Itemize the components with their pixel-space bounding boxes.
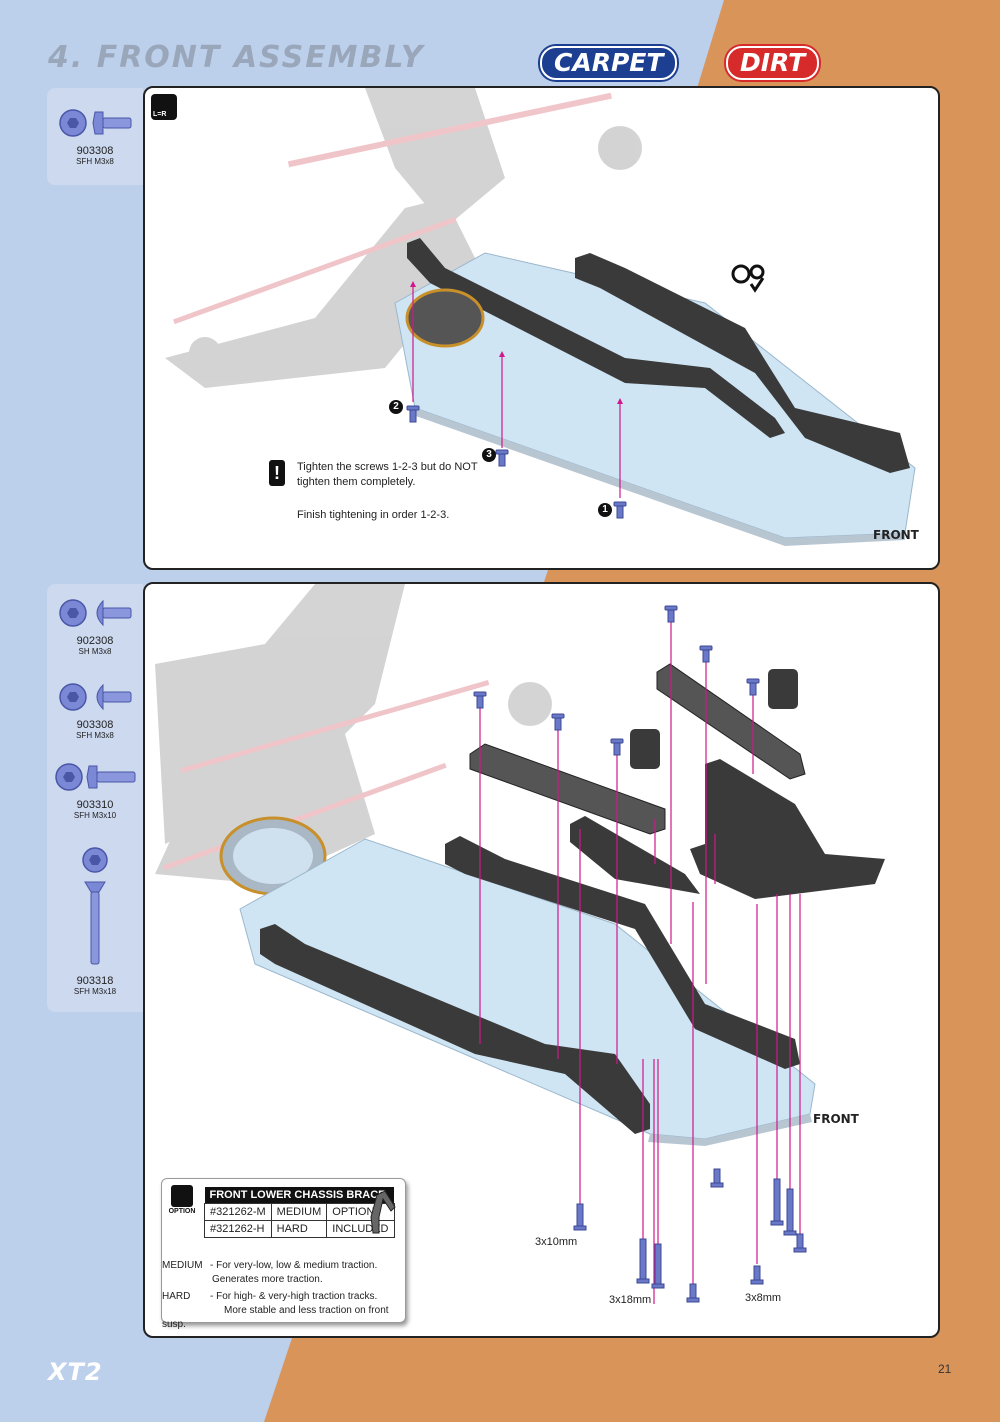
l-equals-r-icon: L=R: [151, 94, 177, 120]
desc-label: MEDIUM: [162, 1260, 203, 1271]
right-chassis-rail: [445, 836, 800, 1069]
option-desc-hard: HARD - For high- & very-high traction tra…: [162, 1290, 405, 1332]
option-tag: OPTION: [168, 1208, 196, 1215]
part-code: 903318: [76, 975, 114, 987]
warning-line1: Tighten the screws 1-2-3 but do NOT: [297, 461, 478, 473]
carpet-badge: CARPET: [540, 46, 678, 80]
table-row: #321262-M MEDIUM OPTION: [204, 1203, 395, 1221]
background-car-frame: [155, 584, 552, 884]
desc-label: HARD: [162, 1291, 191, 1302]
left-chassis-rail: [407, 238, 785, 438]
part-desc: SFH M3x18: [73, 987, 117, 996]
table-row: #321262-H HARD INCLUDED: [204, 1220, 395, 1238]
part-code: 903308: [76, 719, 114, 731]
screw-2: [406, 405, 420, 423]
xt2-logo: XT2: [48, 1358, 103, 1386]
option-desc-medium: MEDIUM - For very-low, low & medium tract…: [162, 1259, 377, 1287]
part-code: 903308: [76, 145, 114, 157]
size-label-3x18: 3x18mm: [609, 1294, 652, 1306]
post-left: [630, 729, 660, 769]
part-902308: 902308 SH M3x8: [47, 596, 143, 656]
part-desc: SFH M3x8: [76, 731, 114, 740]
table-cell: MEDIUM: [270, 1203, 328, 1221]
step-number-3: 3: [482, 448, 496, 462]
step2-parts-sidebar: 902308 SH M3x8 903308 SFH M3x8 903310 SF…: [47, 584, 143, 1012]
step1-panel: L=R 2 3 1 ! Tighten the screws 1-2-3 but…: [143, 86, 940, 570]
option-box: OPTION FRONT LOWER CHASSIS BRACE #321262…: [161, 1178, 406, 1330]
right-chassis-rail: [575, 253, 910, 473]
dirt-badge: DIRT: [726, 46, 820, 80]
warning-text: Tighten the screws 1-2-3 but do NOT tigh…: [297, 460, 478, 490]
step1-assembly-diagram: [165, 88, 916, 546]
front-bumper: [690, 759, 885, 899]
option-table: FRONT LOWER CHASSIS BRACE #321262-M MEDI…: [204, 1187, 395, 1238]
size-label-3x10: 3x10mm: [535, 1236, 578, 1248]
part-903310: 903310 SFH M3x10: [47, 760, 143, 820]
long-flat-head-screw-icon: [82, 847, 108, 965]
warning-line2: tighten them completely.: [297, 476, 416, 488]
front-label: FRONT: [873, 528, 919, 542]
background-car-frame: [165, 88, 642, 388]
button-head-screw-icon: [59, 599, 132, 627]
top-screws: [473, 605, 760, 756]
carbon-brace-right: [656, 663, 806, 780]
flat-head-screw-icon: [59, 109, 132, 137]
step-number-2: 2: [389, 400, 403, 414]
part-903308: 903308 SFH M3x8: [47, 106, 143, 166]
carbon-brace-left: [469, 743, 666, 835]
thumbs-up-icon: [171, 1185, 193, 1207]
step1-parts-sidebar: 903308 SFH M3x8: [47, 88, 143, 185]
flat-head-screw-icon: [55, 763, 136, 791]
front-label: FRONT: [813, 1112, 859, 1126]
step2-panel: FRONT 3x10mm 3x18mm 3x8mm OPTION FRONT L…: [143, 582, 940, 1338]
part-desc: SFH M3x8: [76, 157, 114, 166]
desc-text: - For high- & very-high traction tracks.: [210, 1291, 378, 1302]
brace-part-icon: [370, 1190, 396, 1234]
size-label-3x8: 3x8mm: [745, 1292, 782, 1304]
part-desc: SFH M3x10: [73, 811, 117, 820]
table-cell: #321262-H: [204, 1220, 272, 1238]
table-cell: HARD: [270, 1220, 328, 1238]
desc-text: Generates more traction.: [212, 1274, 323, 1285]
wrench-check-icon: [731, 264, 765, 293]
step2-assembly-diagram: [155, 584, 885, 1304]
page-number: 21: [938, 1362, 952, 1376]
part-903318: 903318 SFH M3x18: [47, 846, 143, 996]
desc-text: More stable and less traction on front s…: [162, 1305, 389, 1330]
bottom-screws: [573, 1168, 807, 1303]
warning-icon: !: [269, 460, 285, 486]
part-desc: SH M3x8: [78, 647, 112, 656]
part-code: 903310: [76, 799, 114, 811]
part-903308: 903308 SFH M3x8: [47, 680, 143, 740]
lr-text: L=R: [153, 111, 167, 118]
option-thumb: OPTION: [168, 1185, 196, 1215]
step-number-1: 1: [598, 503, 612, 517]
left-chassis-rail: [260, 924, 650, 1134]
option-table-title: FRONT LOWER CHASSIS BRACE: [204, 1187, 394, 1204]
finish-text: Finish tightening in order 1-2-3.: [297, 509, 450, 521]
desc-text: - For very-low, low & medium traction.: [210, 1260, 378, 1271]
table-cell: #321262-M: [204, 1203, 272, 1221]
flat-head-screw-icon: [59, 683, 132, 711]
page-title: 4. FRONT ASSEMBLY: [48, 40, 425, 75]
post-right: [768, 669, 798, 709]
part-code: 902308: [76, 635, 114, 647]
screw-3: [495, 449, 509, 467]
screw-1: [613, 501, 627, 519]
front-lower-brace: [570, 816, 700, 894]
